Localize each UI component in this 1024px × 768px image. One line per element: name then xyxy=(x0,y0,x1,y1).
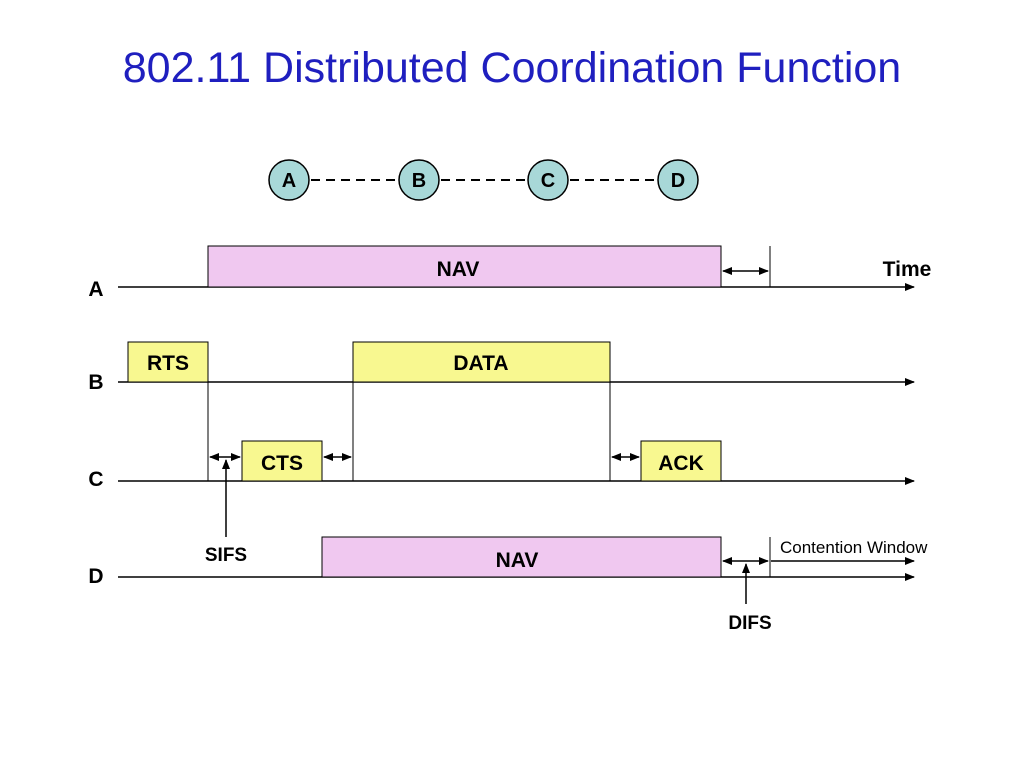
node-a: A xyxy=(268,159,310,201)
cts-frame xyxy=(241,440,323,482)
difs-label: DIFS xyxy=(728,613,771,634)
page-title: 802.11 Distributed Coordination Function xyxy=(123,44,901,92)
node-a-label: A xyxy=(282,170,296,192)
nav-frame-a xyxy=(207,245,722,288)
data-label: DATA xyxy=(453,352,508,375)
station-d-row: D NAV Contention Window DIFS xyxy=(88,536,928,634)
station-b-label: B xyxy=(88,371,103,394)
sifs-label: SIFS xyxy=(205,545,247,566)
station-a-label: A xyxy=(88,278,103,301)
ack-frame xyxy=(640,440,722,482)
rts-frame xyxy=(127,341,209,383)
station-c-label: C xyxy=(88,468,103,491)
node-d-label: D xyxy=(671,170,685,192)
time-label: Time xyxy=(883,258,932,281)
contention-window-label: Contention Window xyxy=(780,538,928,557)
node-b: B xyxy=(398,159,440,201)
nav-d-label: NAV xyxy=(496,549,539,572)
topology: A B C D xyxy=(268,159,699,201)
node-b-label: B xyxy=(412,170,426,192)
ack-label: ACK xyxy=(658,452,704,475)
node-c-label: C xyxy=(541,170,555,192)
cts-label: CTS xyxy=(261,452,303,475)
timing-guides xyxy=(207,382,611,481)
station-a-row: A NAV Time xyxy=(88,245,932,301)
rts-label: RTS xyxy=(147,352,189,375)
station-b-row: B RTS DATA xyxy=(88,341,915,394)
node-d: D xyxy=(657,159,699,201)
station-d-label: D xyxy=(88,565,103,588)
nav-a-label: NAV xyxy=(437,258,480,281)
data-frame xyxy=(352,341,611,383)
station-c-row: C CTS ACK SIFS xyxy=(88,440,915,566)
nav-frame-d xyxy=(321,536,722,578)
node-c: C xyxy=(527,159,569,201)
